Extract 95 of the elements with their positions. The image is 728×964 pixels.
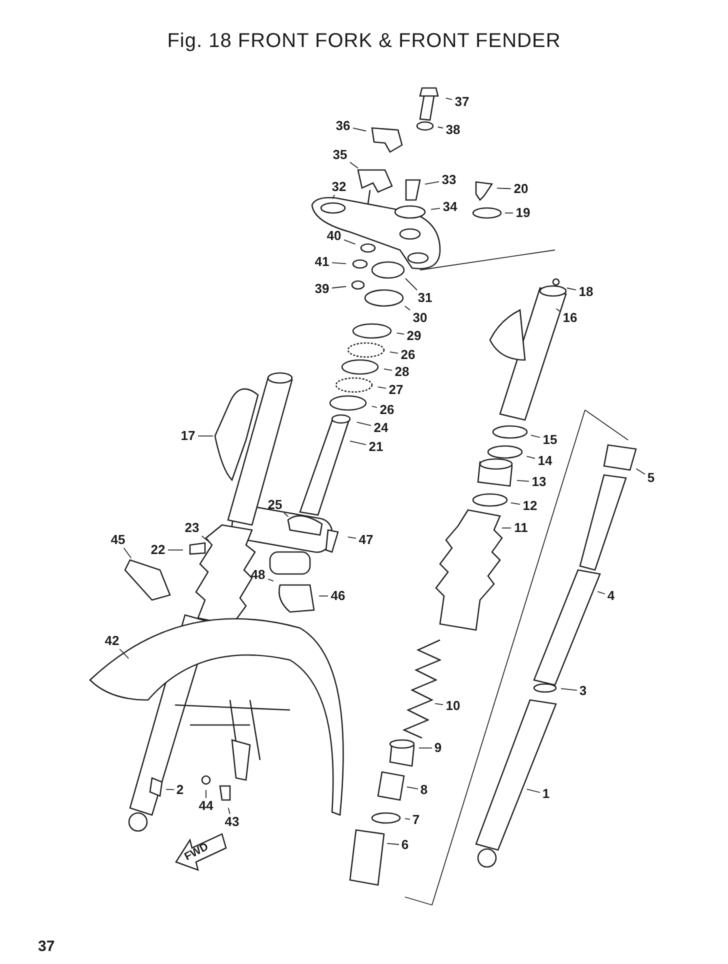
- leader-line: [356, 422, 372, 426]
- callout-number: 39: [312, 281, 332, 297]
- callout-number: 35: [330, 147, 350, 163]
- leader-line: [510, 502, 520, 505]
- leader-line: [383, 368, 392, 371]
- callout-number: 29: [404, 328, 424, 344]
- leader-line: [445, 98, 452, 100]
- leader-line: [526, 788, 540, 793]
- callout-number: 41: [312, 254, 332, 270]
- leader-line: [166, 788, 174, 790]
- callout-number: 46: [328, 588, 348, 604]
- leader-line: [396, 332, 404, 335]
- leader-line: [386, 842, 400, 845]
- callout-number: 12: [520, 498, 540, 514]
- leader-line: [526, 456, 536, 459]
- leader-line: [268, 578, 274, 582]
- callout-number: 37: [452, 94, 472, 110]
- callout-number: 42: [102, 633, 122, 649]
- leader-line: [377, 386, 386, 389]
- leader-line: [516, 480, 530, 482]
- callout-number: 40: [324, 228, 344, 244]
- callout-number: 6: [399, 837, 411, 853]
- leader-line: [119, 648, 130, 659]
- leader-line: [347, 536, 356, 539]
- leader-line: [123, 548, 132, 558]
- leader-line: [597, 591, 606, 594]
- callout-number: 19: [513, 205, 533, 221]
- leader-line: [530, 434, 540, 438]
- callout-number: 38: [443, 122, 463, 138]
- leader-line: [434, 703, 444, 706]
- callout-number: 27: [386, 382, 406, 398]
- leader-line: [405, 278, 418, 290]
- callout-number: 13: [529, 474, 549, 490]
- callout-number: 22: [148, 542, 168, 558]
- page-number: 37: [38, 938, 55, 955]
- callout-number: 43: [222, 814, 242, 830]
- callout-number: 26: [398, 347, 418, 363]
- callout-number: 15: [540, 432, 560, 448]
- callout-number: 11: [511, 520, 531, 536]
- callout-number: 10: [443, 698, 463, 714]
- leader-line: [424, 181, 440, 185]
- callout-number: 7: [410, 812, 422, 828]
- callout-number: 20: [511, 181, 531, 197]
- leader-line: [349, 440, 366, 446]
- callout-number: 48: [248, 567, 268, 583]
- leader-line: [350, 162, 358, 169]
- callout-number: 18: [576, 284, 596, 300]
- callout-number: 14: [535, 453, 555, 469]
- leader-line: [556, 308, 560, 312]
- callout-number: 28: [392, 364, 412, 380]
- callout-number: 26: [377, 402, 397, 418]
- callout-number: 23: [182, 520, 202, 536]
- callout-number: 4: [605, 588, 617, 604]
- leader-line: [389, 351, 398, 354]
- leader-line: [404, 306, 410, 311]
- callout-number: 16: [560, 310, 580, 326]
- callout-number: 47: [356, 532, 376, 548]
- callout-number: 5: [645, 470, 657, 486]
- callout-number: 2: [174, 782, 186, 798]
- leader-line: [201, 536, 211, 544]
- leader-line: [496, 188, 512, 190]
- leader-line: [332, 262, 346, 264]
- callout-number: 17: [178, 428, 198, 444]
- callout-number: 45: [108, 532, 128, 548]
- callout-number: 44: [196, 798, 216, 814]
- callout-number: 33: [439, 172, 459, 188]
- callout-number: 24: [371, 420, 391, 436]
- figure-title: Fig. 18 FRONT FORK & FRONT FENDER: [166, 30, 562, 53]
- leader-line: [636, 468, 646, 475]
- leader-line: [437, 126, 444, 128]
- callout-number: 21: [366, 439, 386, 455]
- leader-line: [404, 818, 410, 820]
- callout-number: 3: [577, 683, 589, 699]
- leader-line: [344, 239, 356, 245]
- callout-number: 31: [415, 290, 435, 306]
- leader-line: [371, 406, 378, 408]
- leader-line: [504, 212, 514, 214]
- leader-line: [332, 286, 346, 288]
- leader-line: [352, 128, 367, 132]
- leader-line: [284, 512, 289, 518]
- leader-line: [332, 194, 335, 200]
- leader-line: [228, 807, 230, 814]
- callout-number: 1: [540, 786, 552, 802]
- direction-label: FWD: [182, 840, 210, 864]
- callout-number: 25: [265, 497, 285, 513]
- leader-line: [560, 688, 578, 691]
- leader-line: [406, 786, 418, 790]
- callout-number: 34: [440, 199, 460, 215]
- callout-number: 9: [432, 740, 444, 756]
- leader-line: [430, 208, 440, 210]
- callout-number: 32: [329, 179, 349, 195]
- callout-number: 36: [333, 118, 353, 134]
- leader-line: [566, 288, 576, 290]
- callout-number: 30: [410, 310, 430, 326]
- callout-number: 8: [418, 782, 430, 798]
